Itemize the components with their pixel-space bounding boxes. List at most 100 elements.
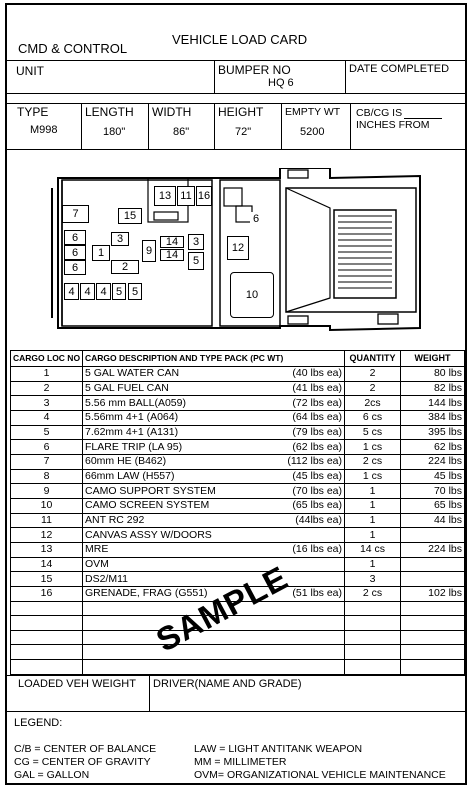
length-value: 180" <box>103 126 126 138</box>
cell-desc: 5 GAL FUEL CAN (41 lbs ea) <box>82 380 345 397</box>
cbcg-line1: CB/CG IS <box>356 107 403 119</box>
divider <box>81 103 82 149</box>
cell-qty: 3 <box>344 571 401 587</box>
cell-item-name: 7.62mm 4+1 (A131) <box>85 425 179 438</box>
cell-qty: 1 <box>344 497 401 514</box>
cell-qty: 6 cs <box>344 409 401 426</box>
cell-weight: 70 lbs <box>400 483 465 499</box>
cell-desc: CAMO SUPPORT SYSTEM(70 lbs ea) <box>82 483 345 499</box>
cell-weight: 62 lbs <box>400 439 465 455</box>
cell-desc: DS2/M11 <box>82 571 345 587</box>
divider <box>6 149 466 150</box>
cell-qty <box>344 615 401 631</box>
cell-loc: 6 <box>10 439 83 455</box>
table-header-row: CARGO LOC NO CARGO DESCRIPTION AND TYPE … <box>10 350 465 367</box>
loc-10: 10 <box>230 272 274 318</box>
cell-weight: 82 lbs <box>400 380 465 397</box>
cell-qty: 1 cs <box>344 439 401 455</box>
cell-weight: 80 lbs <box>400 366 465 382</box>
cell-loc: 2 <box>10 380 83 397</box>
cell-qty: 1 <box>344 483 401 499</box>
cell-desc: CAMO SCREEN SYSTEM(65 lbs ea) <box>82 497 345 514</box>
empty-wt-value: 5200 <box>300 126 325 138</box>
cell-qty <box>344 600 401 617</box>
col-header-loc: CARGO LOC NO <box>10 350 83 367</box>
cell-qty: 5 cs <box>344 424 401 441</box>
table-row <box>10 659 465 675</box>
cell-weight <box>400 659 465 675</box>
divider <box>6 103 466 104</box>
legend-left-1: C/B = CENTER OF BALANCE <box>14 743 157 755</box>
cell-loc: 1 <box>10 366 83 382</box>
divider <box>149 675 150 711</box>
loc-6b: 6 <box>64 245 86 260</box>
cell-item-name: MRE <box>85 543 109 556</box>
vehicle-load-card <box>5 3 467 785</box>
divider <box>6 60 466 61</box>
divider <box>6 711 466 712</box>
cell-item-name: OVM <box>85 557 109 570</box>
loc-5: 5 <box>112 283 126 300</box>
loc-4c: 4 <box>96 283 111 300</box>
legend-right-1: LAW = LIGHT ANTITANK WEAPON <box>194 743 363 755</box>
cell-weight: 65 lbs <box>400 497 465 514</box>
cell-item-name: 5.56mm 4+1 (A064) <box>85 411 179 424</box>
cell-pack-weight: (62 lbs ea) <box>292 440 342 453</box>
cell-item-name: GRENADE, FRAG (G551) <box>85 587 208 600</box>
cell-qty: 14 cs <box>344 541 401 558</box>
loc-4a: 4 <box>64 283 79 300</box>
cell-loc <box>10 615 83 631</box>
loc-6: 6 <box>250 212 262 226</box>
cell-weight: 224 lbs <box>400 541 465 558</box>
empty-wt-label: EMPTY WT <box>285 106 341 118</box>
blank-line <box>404 118 442 119</box>
cell-desc <box>82 659 345 675</box>
cell-pack-weight: (41 lbs ea) <box>292 381 342 394</box>
cargo-table: CARGO LOC NO CARGO DESCRIPTION AND TYPE … <box>10 350 465 675</box>
cell-desc <box>82 644 345 661</box>
cell-weight <box>400 629 465 646</box>
cell-loc <box>10 644 83 661</box>
loc-7: 7 <box>62 205 89 223</box>
divider <box>345 60 346 93</box>
cell-pack-weight: (72 lbs ea) <box>292 396 342 409</box>
cell-pack-weight: (65 lbs ea) <box>292 499 342 512</box>
cell-weight: 384 lbs <box>400 409 465 426</box>
cell-qty: 2 cs <box>344 453 401 470</box>
cell-item-name: FLARE TRIP (LA 95) <box>85 440 183 453</box>
cell-weight <box>400 644 465 661</box>
cell-desc: MRE(16 lbs ea) <box>82 541 345 558</box>
cell-weight: 224 lbs <box>400 453 465 470</box>
cell-weight: 102 lbs <box>400 585 465 602</box>
divider <box>6 675 466 676</box>
unit-type: CMD & CONTROL <box>18 41 128 56</box>
cell-pack-weight: (112 lbs ea) <box>287 455 342 468</box>
loc-12: 12 <box>227 236 249 260</box>
type-value: M998 <box>30 124 58 136</box>
table-row <box>10 600 465 617</box>
cell-weight <box>400 571 465 587</box>
cell-qty <box>344 659 401 675</box>
loc-3: 3 <box>111 232 129 246</box>
cell-loc: 14 <box>10 556 83 573</box>
cell-item-name: CAMO SUPPORT SYSTEM <box>85 484 216 497</box>
cell-desc: 66mm LAW (H557)(45 lbs ea) <box>82 468 345 485</box>
cell-qty: 1 <box>344 556 401 573</box>
cell-item-name: 5 GAL FUEL CAN <box>85 381 169 394</box>
loaded-weight-label: LOADED VEH WEIGHT <box>18 678 136 690</box>
unit-label: UNIT <box>16 64 44 78</box>
cell-qty: 2 <box>344 366 401 382</box>
divider <box>281 103 282 149</box>
cell-desc: CANVAS ASSY W/DOORS <box>82 527 345 543</box>
table-row <box>10 629 465 646</box>
cell-weight: 395 lbs <box>400 424 465 441</box>
cell-item-name: DS2/M11 <box>85 572 128 585</box>
bumper-label: BUMPER NO <box>218 63 291 77</box>
